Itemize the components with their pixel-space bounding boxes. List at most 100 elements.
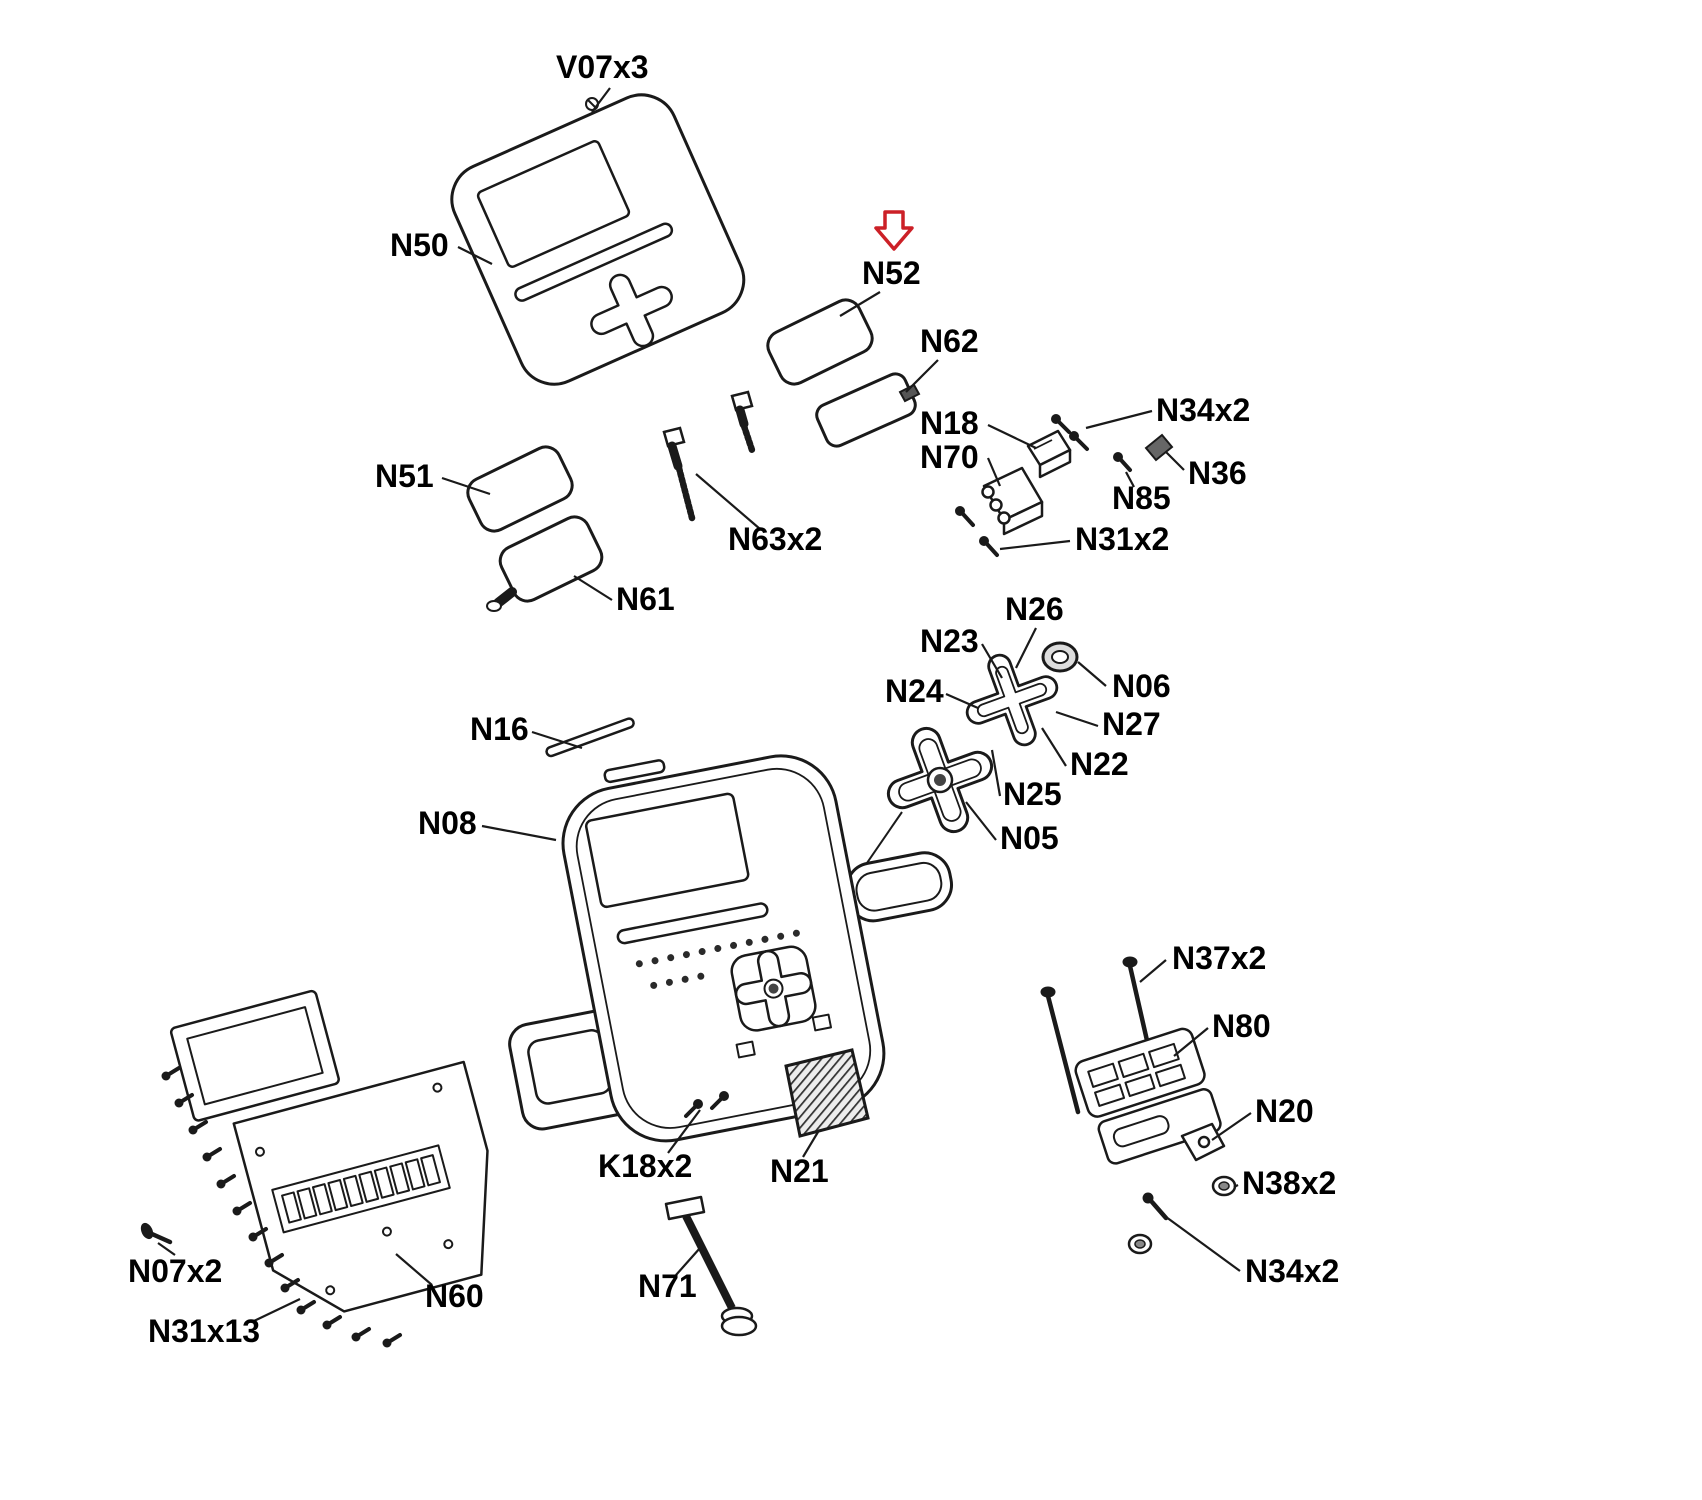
leader-line-n24 [945, 692, 979, 710]
leader-line-n85 [1125, 471, 1135, 488]
part-label-n34x2-top: N34x2 [1156, 392, 1250, 428]
part-label-n25: N25 [1003, 776, 1062, 812]
leader-line-n63x2 [695, 473, 761, 530]
leader-line-n70 [986, 457, 1002, 487]
dpad-n05-part [886, 726, 994, 834]
part-label-n18: N18 [920, 405, 979, 441]
clamp-n80-part [1074, 1027, 1222, 1165]
panel-n52-part [766, 298, 874, 386]
part-label-n26: N26 [1005, 591, 1064, 627]
part-label-n38x2: N38x2 [1242, 1165, 1336, 1201]
highlight-arrow-icon [874, 210, 914, 251]
leader-line-n27 [1055, 710, 1099, 728]
part-label-n60: N60 [425, 1278, 484, 1314]
part-label-n31x2: N31x2 [1075, 521, 1169, 557]
part-label-n71: N71 [638, 1268, 697, 1304]
part-label-n37x2: N37x2 [1172, 940, 1266, 976]
panel-n51-part [466, 445, 574, 533]
leader-line-n36 [1165, 451, 1185, 471]
ring-n06-part [1041, 641, 1079, 673]
part-label-n61: N61 [616, 581, 675, 617]
part-labels: V07x3N50N52N62N18N70N34x2N36N85N31x2N51N… [128, 49, 1339, 1349]
console-cover-part [450, 93, 746, 386]
leader-line-v07x3 [591, 87, 611, 113]
terminal-strip [281, 1154, 441, 1224]
screws-n31x2-part [955, 506, 999, 557]
leader-line-n07x2 [157, 1242, 176, 1256]
leader-line-n62 [905, 359, 939, 393]
leader-line-n34x2-top [1085, 409, 1153, 430]
part-label-n08: N08 [418, 805, 477, 841]
part-label-n05: N05 [1000, 820, 1059, 856]
part-label-n07x2: N07x2 [128, 1253, 222, 1289]
part-label-n06: N06 [1112, 668, 1171, 704]
screws-k18-part [684, 1091, 729, 1118]
part-label-k18x2: K18x2 [598, 1148, 692, 1184]
leader-line-n60 [395, 1253, 433, 1286]
part-label-v07x3: V07x3 [556, 49, 649, 85]
leader-line-n22 [1041, 727, 1067, 767]
bolts-n63-part [662, 390, 756, 522]
part-label-n50: N50 [390, 227, 449, 263]
part-label-n22: N22 [1070, 746, 1129, 782]
leader-line-n06 [1077, 661, 1107, 687]
display-board [169, 989, 340, 1122]
leader-line-n61 [573, 575, 613, 601]
part-label-n34x2-bottom: N34x2 [1245, 1253, 1339, 1289]
part-label-n52: N52 [862, 255, 921, 291]
leader-line-n25 [990, 749, 1002, 797]
screws-n34-top-part [1051, 414, 1089, 451]
part-label-n23: N23 [920, 623, 979, 659]
leader-line-n31x13 [253, 1298, 301, 1322]
leader-line-n23 [981, 643, 1003, 679]
console-button-dots [635, 929, 800, 989]
board-plate-n60-part [169, 989, 489, 1313]
leader-line-n21 [802, 1131, 819, 1158]
part-label-n70: N70 [920, 439, 979, 475]
leader-line-n26 [1015, 627, 1037, 669]
part-label-n85: N85 [1112, 480, 1171, 516]
leader-line-n52 [839, 291, 881, 317]
leader-line-n31x2 [999, 539, 1071, 551]
console-dpad [734, 949, 813, 1028]
strip-n16-part [545, 717, 635, 758]
screw-n85-part [1113, 452, 1132, 472]
leader-line-n16 [531, 730, 583, 750]
panel-n62-part [815, 372, 921, 448]
leader-line-n50 [457, 246, 493, 265]
bracket-n18-part [1026, 429, 1072, 479]
leader-line-n80 [1173, 1027, 1209, 1057]
grille-n21-part [784, 1048, 870, 1138]
cross-plate-part [965, 653, 1059, 747]
leader-line-n71 [675, 1247, 701, 1276]
console-body-part [508, 754, 953, 1143]
part-label-n51: N51 [375, 458, 434, 494]
part-label-n36: N36 [1188, 455, 1247, 491]
washers-n38-part [1127, 1175, 1237, 1255]
leader-line-n37x2 [1139, 959, 1167, 983]
part-label-n16: N16 [470, 711, 529, 747]
part-label-n24: N24 [885, 673, 944, 709]
part-label-n21: N21 [770, 1153, 829, 1189]
leader-line-n20 [1211, 1112, 1252, 1141]
leader-line-n05 [965, 801, 997, 841]
part-label-n63x2: N63x2 [728, 521, 822, 557]
part-label-n62: N62 [920, 323, 979, 359]
console-screen [584, 792, 750, 909]
console-speaker-slot [616, 902, 769, 945]
screw-n07-part [140, 1222, 173, 1245]
part-label-n80: N80 [1212, 1008, 1271, 1044]
leader-line-n38x2 [1233, 1184, 1239, 1188]
connector-n70-part [981, 466, 1044, 536]
part-label-n20: N20 [1255, 1093, 1314, 1129]
bracket-n20-part [1180, 1122, 1226, 1162]
bottom-plate [232, 1060, 489, 1313]
leader-line-n18 [987, 424, 1037, 449]
bolt-n71-part [664, 1195, 758, 1337]
leader-line-k18x2 [667, 1109, 701, 1154]
part-label-n31x13: N31x13 [148, 1313, 260, 1349]
leader-line-n34x2-bottom [1161, 1213, 1241, 1272]
leader-line-n51 [441, 476, 491, 496]
leader-lines [157, 87, 1252, 1322]
console-top-tab [603, 759, 666, 784]
